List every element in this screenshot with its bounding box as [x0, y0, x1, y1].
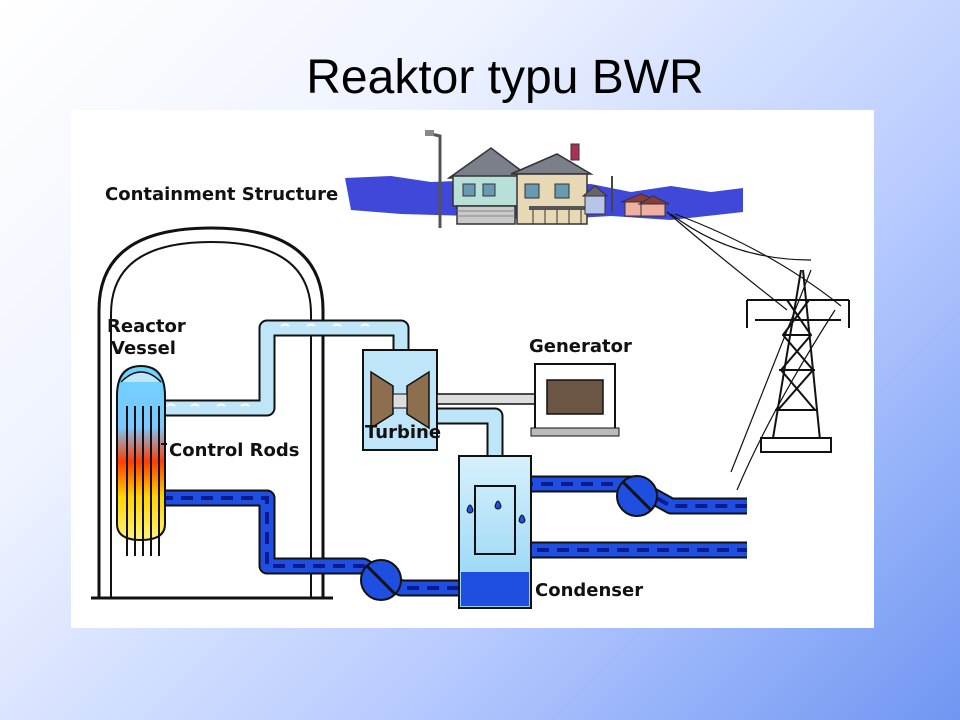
bwr-diagram: Containment Structure Reactor Vessel Con… — [71, 110, 874, 628]
small-house-icon — [581, 176, 613, 215]
exhaust-steam-pipe — [437, 407, 504, 456]
label-condenser: Condenser — [535, 580, 643, 601]
steam-pipe — [157, 319, 410, 417]
turbine-shaft — [436, 393, 542, 405]
label-turbine: Turbine — [365, 422, 441, 443]
label-containment-structure: Containment Structure — [105, 184, 338, 205]
street-lamp-icon — [425, 130, 442, 228]
reactor-vessel — [116, 364, 166, 542]
label-reactor-vessel-1: Reactor — [107, 316, 186, 337]
feedwater-pump-icon — [360, 559, 402, 601]
generator — [530, 363, 620, 437]
control-rods — [126, 406, 160, 556]
turbine — [362, 349, 438, 451]
slide-title: Reaktor typu BWR — [306, 51, 704, 104]
small-house-icon — [620, 193, 670, 217]
label-reactor-vessel-2: Vessel — [111, 338, 176, 359]
condenser — [458, 455, 532, 609]
transmission-tower-icon — [746, 269, 850, 453]
house-icon — [446, 143, 594, 225]
feedwater-pipe — [161, 489, 459, 597]
bwr-diagram-svg: Containment Structure Reactor Vessel Con… — [91, 130, 850, 609]
cooling-pump-icon — [616, 475, 658, 517]
label-control-rods: Control Rods — [169, 440, 300, 461]
label-generator: Generator — [529, 336, 632, 357]
